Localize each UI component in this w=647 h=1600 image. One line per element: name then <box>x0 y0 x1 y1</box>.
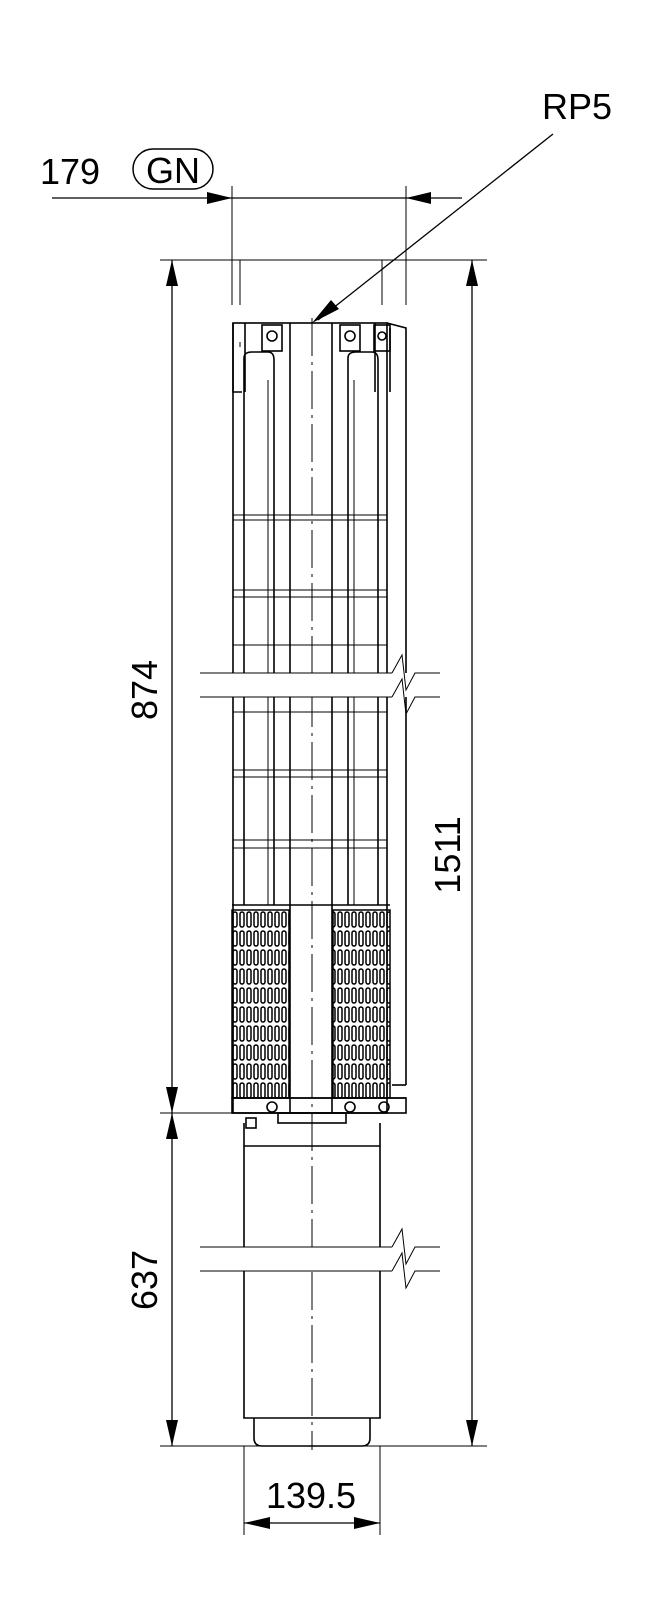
pump-length-dimension: 874 <box>124 260 178 1113</box>
thread-badge-frame <box>132 148 214 190</box>
motor-length-dimension: 637 <box>124 1113 178 1446</box>
stage-lines <box>233 514 387 849</box>
top-screws <box>239 324 391 352</box>
suction-screen <box>231 904 406 1099</box>
motor-diameter-dimension: 139.5 <box>243 1446 381 1535</box>
cable-tubes <box>243 351 379 905</box>
outlet-label: RP5 <box>542 86 612 127</box>
motor-break <box>195 1227 455 1290</box>
top-width-dimension: 179 GN <box>40 148 462 305</box>
shaft-tube <box>289 323 333 1113</box>
pump-body <box>231 322 407 1129</box>
top-width-label: 179 <box>40 151 100 192</box>
outlet-leader: RP5 <box>312 86 612 323</box>
pump-break <box>195 653 455 716</box>
total-length-dimension: 1511 <box>427 260 478 1446</box>
total-length-label: 1511 <box>427 816 468 893</box>
thread-badge-label: GN <box>146 150 200 191</box>
motor-length-label: 637 <box>124 1250 165 1310</box>
motor-diameter-label: 139.5 <box>266 1475 356 1516</box>
pump-length-label: 874 <box>124 660 165 720</box>
